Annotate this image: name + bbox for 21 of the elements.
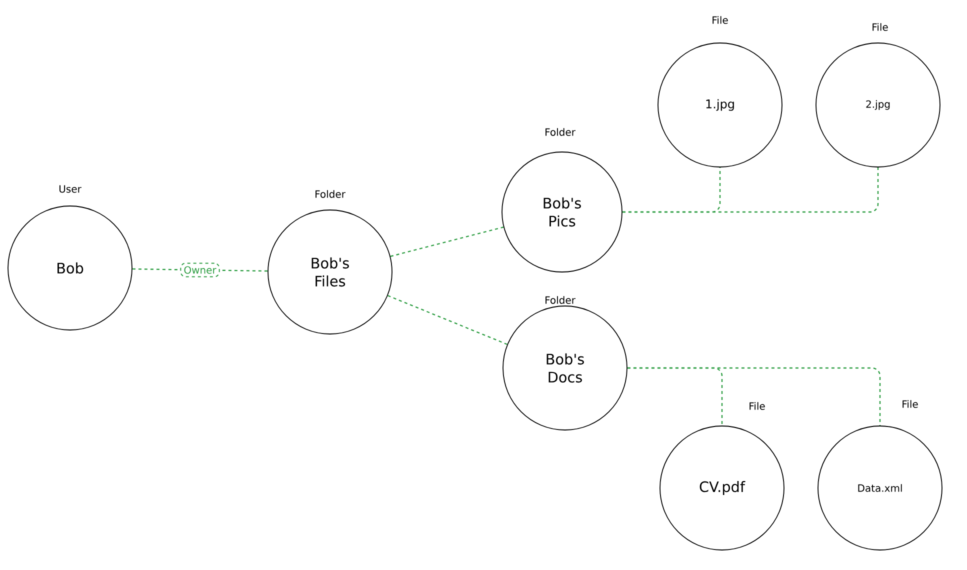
circle-node: Data.xml <box>818 426 942 550</box>
type-label: File <box>750 402 765 410</box>
connector-line <box>388 295 508 345</box>
circle-node: CV.pdf <box>660 426 784 550</box>
circle-node: 1.jpg <box>658 42 782 168</box>
connector-line <box>627 367 881 426</box>
type-label: Folder <box>546 296 576 304</box>
type-label: Folder <box>546 128 576 136</box>
type-label: File <box>712 16 728 24</box>
type-label: Folder <box>316 190 346 198</box>
type-label: File <box>872 23 888 31</box>
circle-node: 2.jpg <box>816 42 940 168</box>
circle-node: Bob's Pics <box>502 152 622 272</box>
edge-label: Owner <box>180 262 220 278</box>
circle-node: Bob's Docs <box>502 306 628 430</box>
circle-node: Bob's Files <box>268 210 392 334</box>
type-label: User <box>59 185 82 193</box>
type-label: File <box>902 400 918 408</box>
circle-node: Bob <box>8 206 132 330</box>
connector-line <box>390 226 504 257</box>
connector-line <box>622 167 879 213</box>
